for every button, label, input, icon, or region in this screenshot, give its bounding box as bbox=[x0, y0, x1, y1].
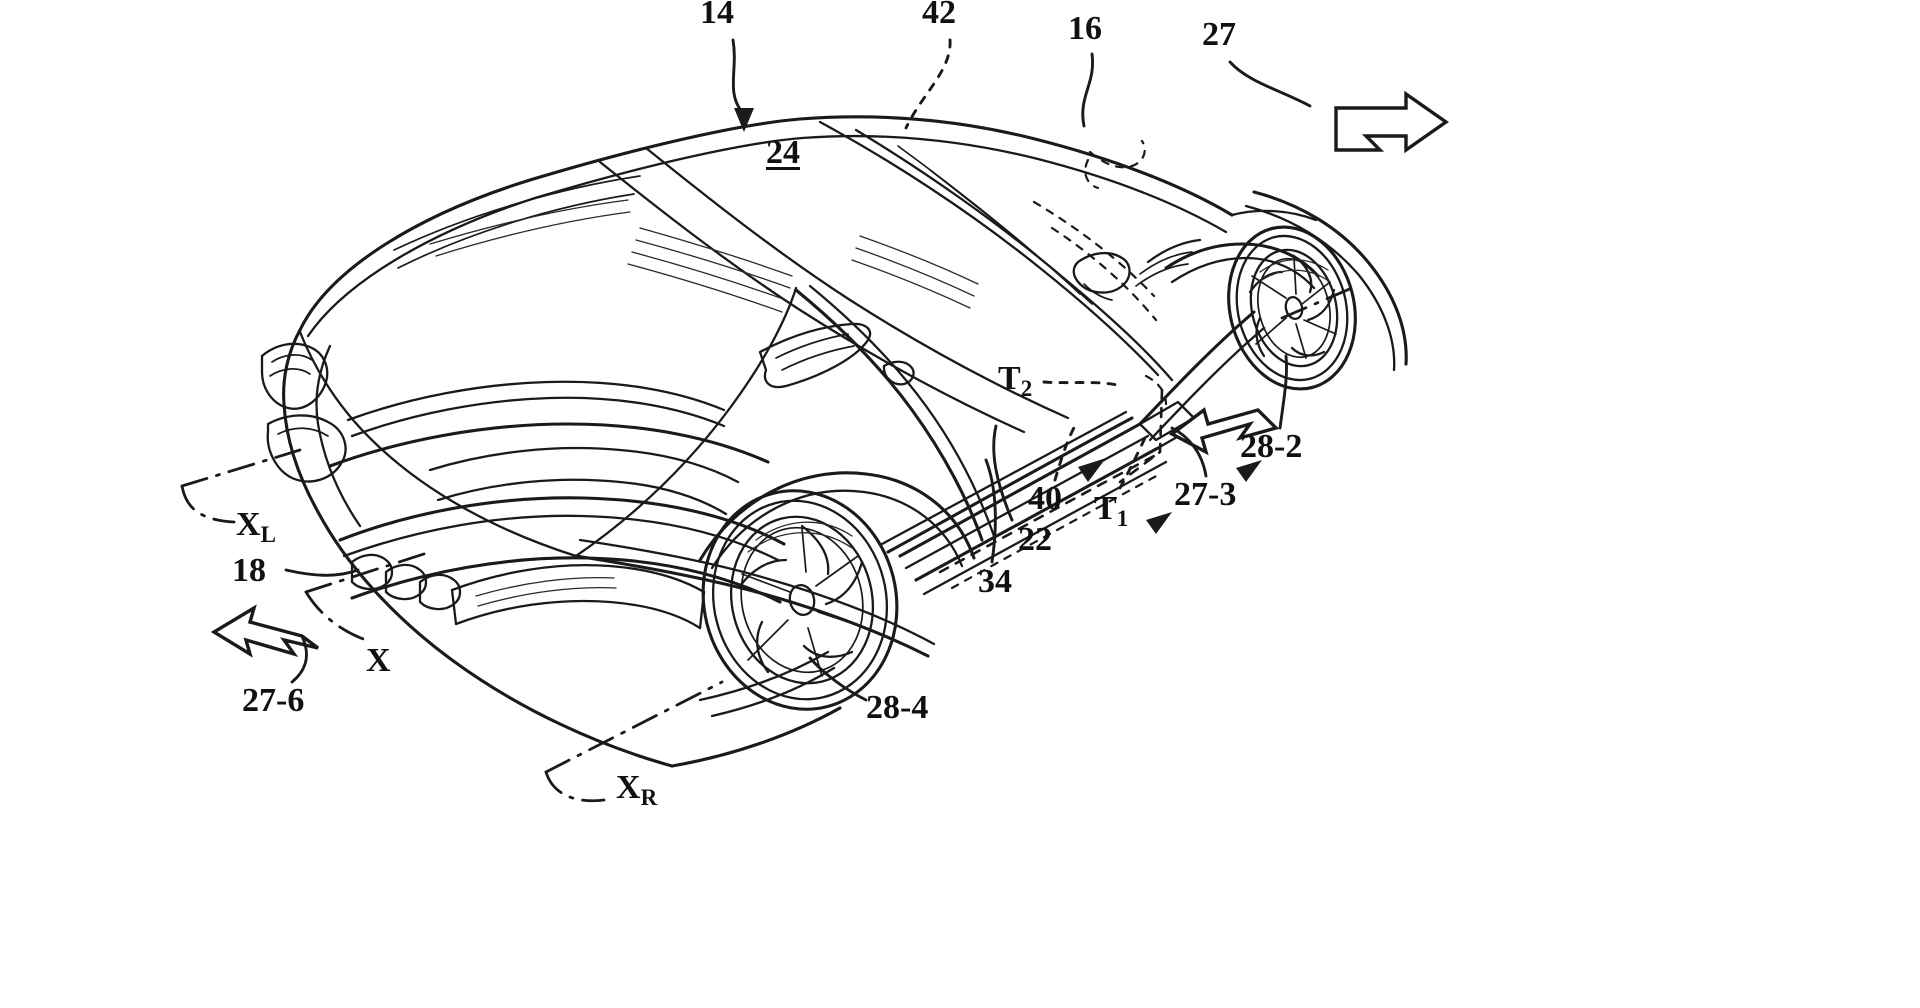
reference-symbol-T2-base: T bbox=[998, 360, 1021, 397]
front-wheel-28-2 bbox=[1227, 225, 1357, 391]
axis-centerlines bbox=[180, 286, 1354, 774]
reference-symbol-XR: XR bbox=[616, 771, 657, 809]
reference-symbol-XR-base: X bbox=[616, 769, 641, 806]
axis-XR bbox=[544, 680, 724, 774]
reference-symbol-T1-sub: 1 bbox=[1116, 505, 1129, 531]
reference-numeral-28-4: 28-4 bbox=[866, 689, 929, 726]
axis-XL bbox=[180, 448, 302, 488]
roof-and-greenhouse bbox=[298, 115, 1234, 434]
block-arrow-27-3 bbox=[1168, 407, 1280, 456]
reference-numeral-42: 42 bbox=[922, 0, 956, 31]
block-arrow-27 bbox=[1334, 90, 1449, 154]
axis-X bbox=[304, 550, 432, 594]
reference-numeral-28-2: 28-2 bbox=[1240, 428, 1303, 465]
leader-lines bbox=[180, 38, 1312, 803]
reference-symbol-T2: T2 bbox=[998, 362, 1032, 400]
airflow-block-arrows bbox=[210, 90, 1449, 658]
reference-numeral-27: 27 bbox=[1202, 16, 1236, 53]
reference-numeral-18: 18 bbox=[232, 552, 266, 589]
reference-numeral-22: 22 bbox=[1018, 521, 1052, 558]
reference-numeral-16: 16 bbox=[1068, 10, 1102, 47]
reference-numeral-24: 24 bbox=[766, 134, 800, 171]
reference-symbol-XL-base: X bbox=[236, 506, 261, 543]
reference-symbol-T1: T1 bbox=[1094, 492, 1128, 530]
reference-numeral-34: 34 bbox=[978, 563, 1012, 600]
block-arrow-27-6 bbox=[210, 604, 320, 658]
reference-numeral-14: 14 bbox=[700, 0, 734, 31]
reference-numeral-40: 40 bbox=[1028, 480, 1062, 517]
reference-numeral-27-6: 27-6 bbox=[242, 682, 305, 719]
reference-symbol-T2-sub: 2 bbox=[1020, 375, 1033, 401]
rear-wheel-28-4 bbox=[701, 489, 899, 711]
reference-symbol-X: X bbox=[366, 642, 391, 679]
reference-symbol-XR-sub: R bbox=[640, 784, 658, 810]
reference-symbol-XL: XL bbox=[236, 508, 276, 546]
reference-symbol-T1-base: T bbox=[1094, 490, 1117, 527]
axis-right-front bbox=[1280, 286, 1354, 320]
reference-symbol-XL-sub: L bbox=[260, 521, 276, 547]
reference-numeral-27-3: 27-3 bbox=[1174, 476, 1237, 513]
